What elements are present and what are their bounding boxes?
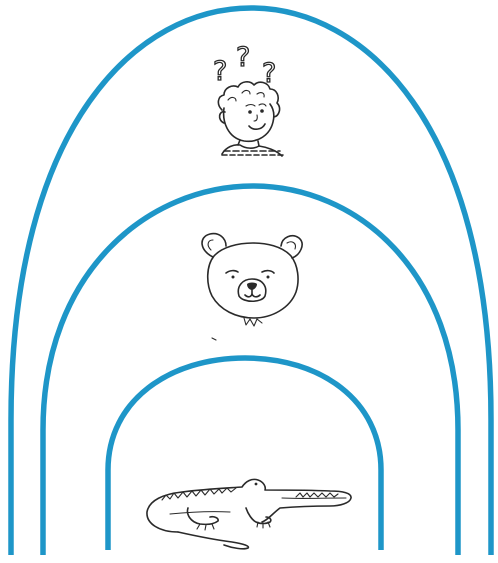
boy-hair <box>217 81 281 118</box>
question-mark-2: ? <box>236 42 250 73</box>
middle-arch <box>40 183 461 555</box>
question-mark-3: ? <box>262 58 276 89</box>
bear-right-ear <box>280 235 303 259</box>
question-mark-1: ? <box>213 56 227 87</box>
bear-muzzle <box>237 278 267 303</box>
outer-arch <box>8 5 494 555</box>
crocodile-tail <box>177 531 250 550</box>
bear-icon <box>201 232 303 341</box>
crocodile-front-leg <box>245 507 272 525</box>
inner-arch <box>105 355 384 550</box>
bear-left-ear <box>201 232 227 258</box>
crocodile-spikes <box>161 487 237 501</box>
bear-head <box>206 242 299 319</box>
confused-boy-icon: ? ? ? <box>212 41 285 157</box>
crocodile-body <box>146 478 352 533</box>
boy-shirt <box>221 144 283 157</box>
crocodile-icon <box>146 478 352 550</box>
boy-face <box>222 103 275 143</box>
crocodile-back-leg <box>186 507 219 526</box>
